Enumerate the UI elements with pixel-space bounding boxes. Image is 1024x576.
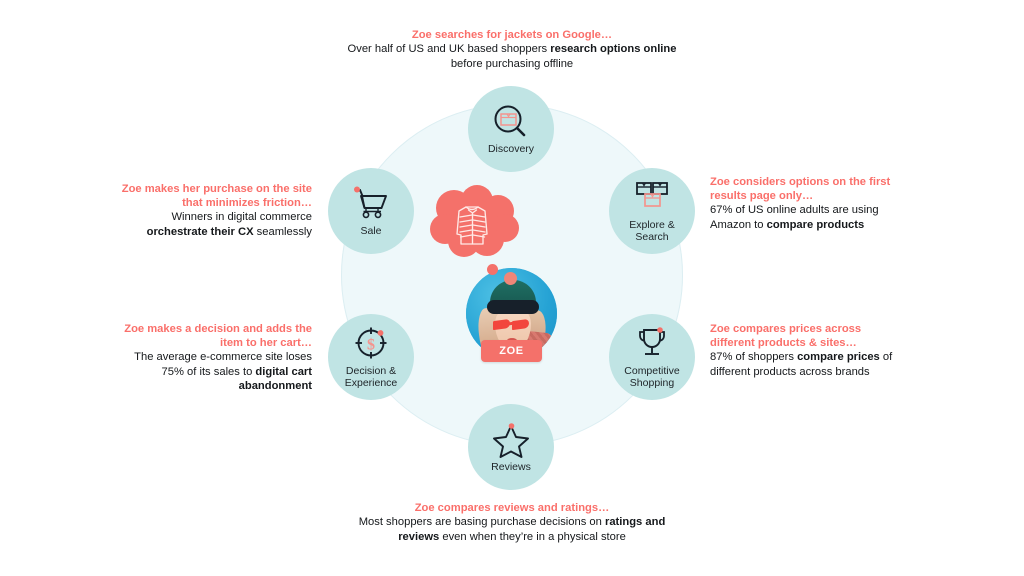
star-icon	[491, 421, 531, 459]
svg-text:$: $	[367, 337, 375, 354]
shopping-cart-icon	[351, 185, 391, 223]
annotation-headline: Zoe makes a decision and adds the item t…	[124, 323, 312, 349]
journey-node-reviews[interactable]: Reviews	[468, 404, 554, 490]
target-dollar-icon: $	[351, 325, 391, 363]
annotation-headline: Zoe makes her purchase on the site that …	[121, 183, 312, 209]
multiple-boxes-icon	[632, 179, 672, 217]
puffer-jacket-icon	[456, 206, 488, 245]
annotation-reviews: Zoe compares reviews and ratings… Most s…	[342, 501, 682, 544]
annotation-headline: Zoe compares reviews and ratings…	[414, 502, 610, 514]
journey-node-label: Decision & Experience	[344, 365, 398, 389]
persona-name-badge: ZOE	[481, 340, 542, 362]
annotation-body: Over half of US and UK based shoppers re…	[347, 43, 677, 70]
avatar-pompom	[504, 272, 517, 285]
annotation-body: 87% of shoppers compare prices of differ…	[710, 351, 893, 378]
avatar-accent-dot	[487, 264, 498, 275]
annotation-body: Most shoppers are basing purchase decisi…	[358, 516, 666, 543]
annotation-sale: Zoe makes her purchase on the site that …	[112, 182, 312, 239]
journey-node-competitive[interactable]: Competitive Shopping	[609, 314, 695, 400]
journey-node-sale[interactable]: Sale	[328, 168, 414, 254]
annotation-explore: Zoe considers options on the first resul…	[710, 175, 895, 232]
journey-node-discovery[interactable]: Discovery	[468, 86, 554, 172]
journey-node-label: Reviews	[491, 460, 531, 473]
thought-bubble	[427, 184, 524, 260]
annotation-decision: Zoe makes a decision and adds the item t…	[112, 322, 312, 394]
annotation-body: Winners in digital commerce orchestrate …	[146, 211, 312, 238]
journey-node-label: Discovery	[487, 142, 535, 155]
annotation-discovery: Zoe searches for jackets on Google… Over…	[342, 28, 682, 71]
journey-node-decision[interactable]: $ Decision & Experience	[328, 314, 414, 400]
annotation-headline: Zoe compares prices across different pro…	[710, 323, 862, 349]
annotation-body: 67% of US online adults are using Amazon…	[710, 204, 879, 231]
annotation-headline: Zoe considers options on the first resul…	[710, 176, 891, 202]
annotation-headline: Zoe searches for jackets on Google…	[411, 29, 613, 41]
journey-node-explore[interactable]: Explore & Search	[609, 168, 695, 254]
annotation-competitive: Zoe compares prices across different pro…	[710, 322, 895, 379]
annotation-body: The average e-commerce site loses 75% of…	[134, 351, 312, 392]
magnifier-box-icon	[491, 103, 531, 141]
avatar-beanie-brim	[487, 300, 539, 314]
journey-node-label: Sale	[360, 224, 382, 237]
journey-node-label: Explore & Search	[629, 219, 675, 243]
journey-node-label: Competitive Shopping	[624, 365, 680, 389]
trophy-icon	[632, 325, 672, 363]
